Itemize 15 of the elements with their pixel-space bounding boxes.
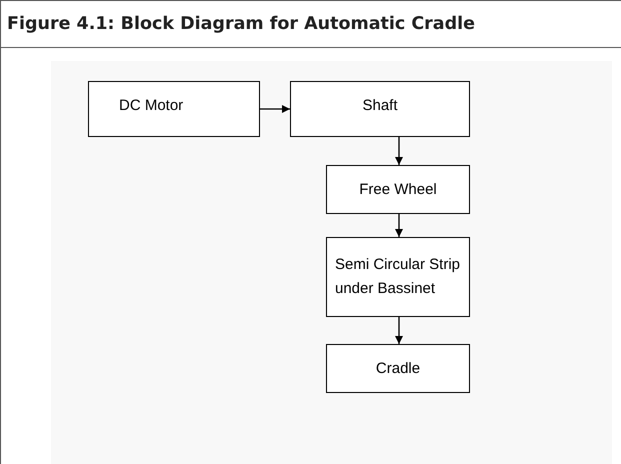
arrow bbox=[395, 214, 403, 237]
box-label: DC Motor bbox=[119, 96, 184, 116]
arrow bbox=[395, 137, 403, 165]
process-box bbox=[326, 237, 470, 317]
figure-title: Figure 4.1: Block Diagram for Automatic Cradle bbox=[7, 14, 476, 34]
process-box bbox=[326, 165, 470, 214]
arrow bbox=[260, 105, 290, 113]
box-label: Free Wheel bbox=[359, 180, 437, 200]
box-label: Shaft bbox=[362, 96, 398, 116]
arrow bbox=[395, 317, 403, 344]
process-box bbox=[326, 344, 470, 393]
process-box bbox=[88, 81, 260, 137]
process-box bbox=[290, 81, 470, 137]
box-label: Semi Circular Strip under Bassinet bbox=[335, 255, 461, 299]
box-label: Cradle bbox=[376, 358, 420, 378]
